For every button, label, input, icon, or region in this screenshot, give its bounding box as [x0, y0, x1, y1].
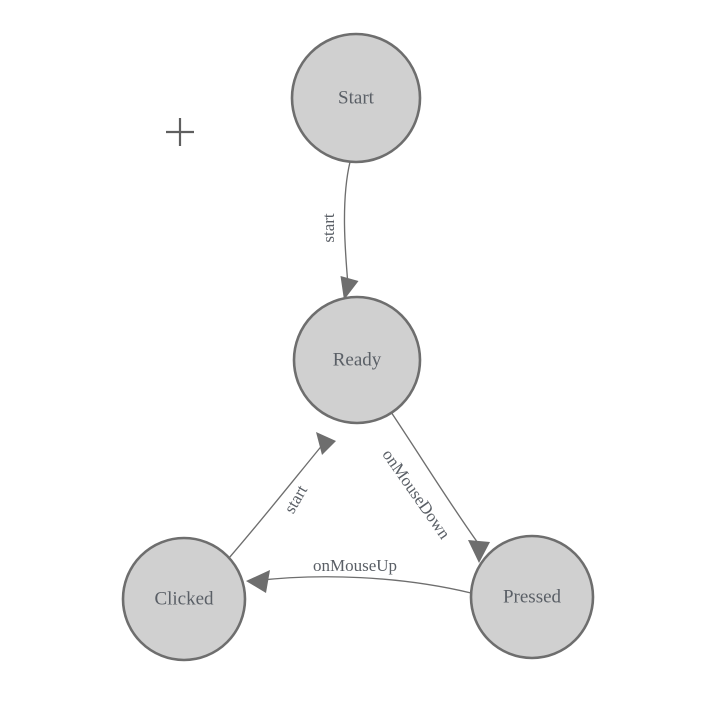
state-node-start[interactable]: Start: [290, 32, 422, 164]
edge-start-to-ready[interactable]: start: [319, 161, 359, 300]
crosshair-icon[interactable]: [166, 118, 194, 146]
state-circle-pressed[interactable]: [469, 534, 595, 660]
state-label-start: Start: [338, 87, 375, 108]
edge-path-ready-to-pressed: [390, 411, 484, 551]
state-label-ready: Ready: [333, 349, 382, 370]
state-node-clicked[interactable]: Clicked: [121, 536, 247, 662]
edge-clicked-to-ready[interactable]: start: [228, 432, 336, 559]
arrowhead-pressed-to-clicked: [246, 570, 270, 593]
state-label-pressed: Pressed: [503, 586, 562, 607]
state-circle-ready[interactable]: [292, 295, 422, 425]
edge-path-clicked-to-ready: [228, 442, 325, 559]
arrowhead-clicked-to-ready: [316, 432, 336, 455]
arrowhead-start-to-ready: [340, 276, 359, 300]
state-circle-start[interactable]: [290, 32, 422, 164]
edge-pressed-to-clicked[interactable]: onMouseUp: [246, 556, 472, 594]
state-node-ready[interactable]: Ready: [292, 295, 422, 425]
state-node-pressed[interactable]: Pressed: [469, 534, 595, 660]
edge-path-pressed-to-clicked: [252, 576, 472, 594]
state-label-clicked: Clicked: [154, 588, 214, 609]
edge-label-pressed-to-clicked: onMouseUp: [313, 556, 397, 575]
edge-label-clicked-to-ready: start: [280, 482, 311, 517]
edge-ready-to-pressed[interactable]: onMouseDown: [378, 411, 490, 563]
arrowhead-ready-to-pressed: [468, 540, 490, 563]
edge-path-start-to-ready: [343, 161, 351, 286]
edge-label-start-to-ready: start: [319, 213, 338, 243]
markers-layer: [166, 118, 194, 146]
nodes-layer: Start Ready Clicked Pressed: [121, 32, 595, 662]
state-circle-clicked[interactable]: [121, 536, 247, 662]
edge-label-ready-to-pressed: onMouseDown: [378, 446, 454, 543]
